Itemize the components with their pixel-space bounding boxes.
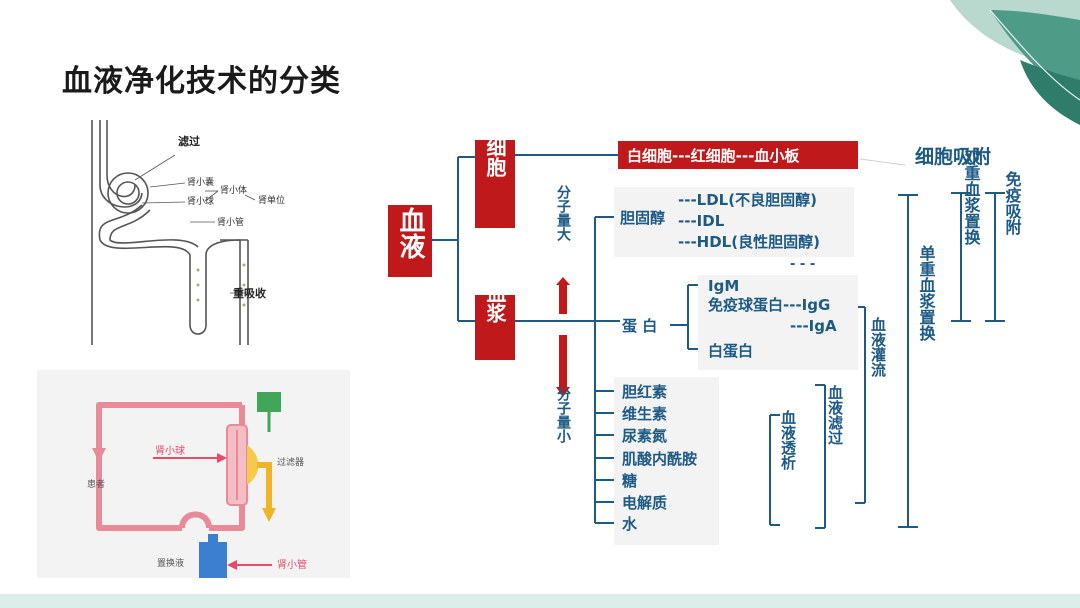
leaf-decoration <box>950 0 1080 125</box>
label-renal-capsule: 肾小囊 <box>187 176 214 188</box>
label-replacement-fluid: 置换液 <box>157 557 184 569</box>
cells-line: 白细胞---红细胞---血小板 <box>627 147 800 165</box>
molecule-large: 分子量大 <box>555 185 571 242</box>
label-glomerulus: 肾小球 <box>155 444 185 457</box>
single-plasma-exchange: 单重血浆置换 <box>917 244 937 342</box>
label-patient: 患者 <box>87 478 105 490</box>
page-title: 血液净化技术的分类 <box>62 64 341 99</box>
molecule-small: 分子量小 <box>555 387 571 444</box>
cholesterol: 胆固醇 <box>620 209 665 227</box>
small-item: 肌酸内酰胺 <box>622 450 697 468</box>
igm: IgM <box>708 277 739 295</box>
hemodialysis: 血液透析 <box>779 409 797 471</box>
double-filtration: 双重血浆置换 <box>962 149 982 246</box>
label-renal-tubule: 肾小管 <box>217 216 244 228</box>
classification-diagram: 血液 血细胞 血浆 白细胞---红细胞---血小板 细胞吸附 分子量大 分子量小… <box>388 125 1022 545</box>
cell-adsorption: 细胞吸附 <box>915 145 991 168</box>
immunoadsorption: 免疫吸附 <box>1003 170 1022 236</box>
albumin: 白蛋白 <box>708 342 753 360</box>
small-item: 电解质 <box>622 494 667 512</box>
small-item: 维生素 <box>622 405 667 423</box>
protein: 蛋 白 <box>622 317 657 335</box>
idl: ---IDL <box>678 212 725 230</box>
footer-band <box>0 594 1080 608</box>
immunoglobulin: 免疫球蛋白---IgG <box>708 296 830 314</box>
label-renal-tubule: 肾小管 <box>277 558 307 571</box>
label-glomerulus: 肾小球 <box>187 195 214 207</box>
nephron-diagram: 滤过 肾小囊 肾小球 肾小体 肾单位 肾小管 重吸收 <box>91 120 285 345</box>
node-blood-cells: 血细胞 <box>483 125 507 178</box>
dashes: - - - <box>790 257 815 272</box>
iga: ---IgA <box>790 317 837 335</box>
small-item: 胆红素 <box>622 383 667 401</box>
label-reabsorption: 重吸收 <box>233 286 266 300</box>
hemofiltration: 血液滤过 <box>826 384 844 445</box>
small-item: 尿素氮 <box>622 427 667 445</box>
ldl: ---LDL(不良胆固醇) <box>678 191 817 209</box>
small-item: 水 <box>622 515 638 533</box>
node-blood-1: 血液 <box>395 207 425 260</box>
label-filter: 滤过 <box>178 134 200 148</box>
small-item: 糖 <box>622 472 637 490</box>
node-plasma: 血浆 <box>483 282 507 323</box>
label-filter: 过滤器 <box>277 456 304 468</box>
hemoperfusion: 血液灌流 <box>869 316 887 378</box>
circuit-diagram: 肾小球 过滤器 患者 置换液 肾小管 <box>37 370 350 578</box>
label-nephron: 肾单位 <box>258 194 285 206</box>
label-renal-corpuscle: 肾小体 <box>220 184 247 196</box>
hdl: ---HDL(良性胆固醇) <box>678 233 820 251</box>
